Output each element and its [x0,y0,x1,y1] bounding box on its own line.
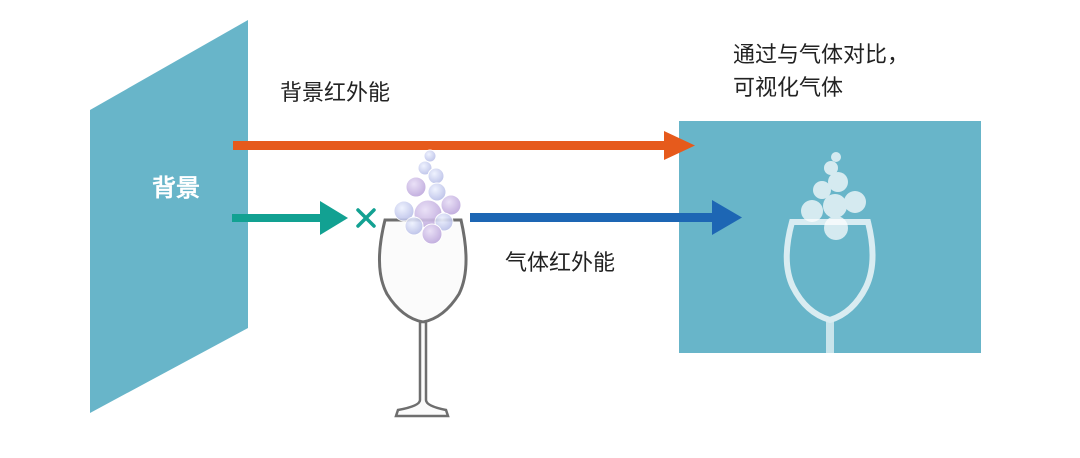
wine-glass-icon [377,218,468,418]
background-label: 背景 [152,174,200,202]
result-panel [679,121,981,416]
blocked-x-icon [356,208,376,228]
result-caption-line1: 通过与气体对比， [733,43,909,68]
teal-blocked-arrow [232,201,348,235]
gas-ir-arrow [470,200,742,235]
background-panel-shape [90,20,248,413]
visualized-gas-icon [801,152,866,240]
result-caption-line2: 可视化气体 [733,76,843,101]
background-panel: 背景 [90,20,248,413]
background-ir-label: 背景红外能 [280,81,390,106]
visualized-glass-icon [783,219,876,416]
gas-ir-label: 气体红外能 [505,251,615,276]
background-ir-arrow [233,131,695,160]
gas-bubbles-icon [393,149,462,245]
